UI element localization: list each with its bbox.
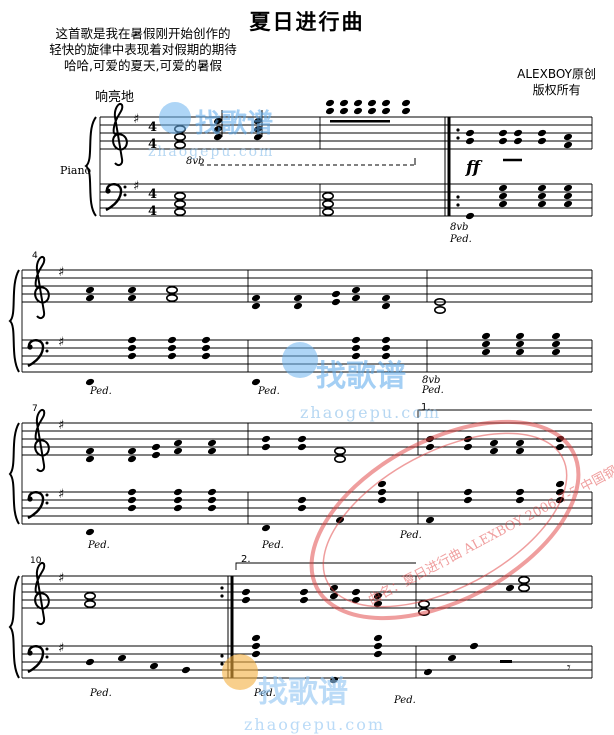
pedal-mark: Ped.: [394, 695, 416, 706]
pedal-mark: Ped.: [90, 688, 112, 699]
watermark-site-text: zhaogepu.com: [300, 403, 441, 422]
pedal-mark: Ped.: [90, 386, 112, 397]
watermark-brand-text: 找歌谱: [195, 108, 273, 139]
description-line-2: 轻快的旋律中表现着对假期的期待: [49, 42, 237, 57]
pedal-mark: Ped.: [422, 385, 444, 396]
watermark-site-text: zhaogepu.com: [244, 715, 385, 734]
time-signature-top: 4: [148, 187, 157, 202]
bass-clef-icon: [104, 183, 128, 212]
sharp-icon: ♯: [58, 418, 64, 433]
treble-clef-icon: [112, 102, 128, 167]
system-3-brace: [8, 422, 20, 525]
treble-clef-icon: [34, 255, 50, 320]
pedal-mark: Ped.: [262, 540, 284, 551]
sharp-icon: ♯: [58, 571, 64, 586]
pedal-mark: Ped.: [450, 234, 472, 245]
measure-number-4: 4: [32, 251, 38, 261]
time-signature-top: 4: [148, 120, 157, 135]
watermark-bot: 找歌谱 zhaogepu.com: [222, 654, 385, 734]
composer-credit: ALEXBOY原创: [517, 67, 596, 81]
pedal-mark: Ped.: [400, 530, 422, 541]
sharp-icon: ♯: [133, 179, 139, 194]
sharp-icon: ♯: [58, 335, 64, 350]
watermark-top: 找歌谱 zhaogepu.com: [148, 102, 274, 160]
sharp-icon: ♯: [58, 487, 64, 502]
treble-clef-icon: [34, 408, 50, 473]
bass-clef-icon: [26, 491, 50, 520]
sharp-icon: ♯: [58, 641, 64, 656]
sharp-icon: ♯: [58, 265, 64, 280]
watermark-brand-text: 找歌谱: [258, 675, 348, 710]
first-ending-label: 1.: [421, 402, 431, 413]
watermark-mid: 找歌谱 zhaogepu.com: [282, 342, 441, 422]
tempo-marking: 响亮地: [95, 90, 135, 105]
watermark-site-text: zhaogepu.com: [148, 144, 274, 160]
second-ending-label: 2.: [241, 554, 251, 565]
octave-lower-mark: 8vb: [186, 156, 205, 167]
pedal-mark: Ped.: [254, 688, 276, 699]
svg-text:𝄾: 𝄾: [567, 660, 571, 676]
system-1-brace: [84, 116, 97, 217]
bass-clef-icon: [26, 339, 50, 368]
instrument-label: Piano: [60, 164, 92, 177]
system-1: [99, 116, 593, 217]
stamp-text: 曲名：夏日进行曲 ALEXBOY 2006-7-5 中国钢琴曲谱网专用章: [365, 420, 614, 608]
system-4-notes: 𝄾: [84, 575, 571, 685]
pedal-mark: Ped.: [88, 540, 110, 551]
sharp-icon: ♯: [133, 112, 139, 127]
system-2-brace: [8, 269, 20, 373]
time-signature-bottom: 4: [148, 204, 157, 219]
score-title: 夏日进行曲: [249, 9, 365, 34]
description-text: 这首歌是我在暑假刚开始创作的 轻快的旋律中表现着对假期的期待 哈哈,可爱的夏天,…: [18, 26, 268, 74]
system-4-brace: [8, 575, 20, 679]
measure-number-10: 10: [30, 556, 42, 566]
description-line-1: 这首歌是我在暑假刚开始创作的: [55, 26, 231, 41]
octave-lower-mark-2: 8vb: [450, 222, 469, 233]
system-1-notes: [174, 98, 573, 221]
system-3: [21, 409, 593, 525]
rights-text: 版权所有: [532, 83, 581, 97]
bass-clef-icon: [26, 645, 50, 674]
copyright-notice: ALEXBOY原创 版权所有: [517, 66, 596, 98]
watermark-brand-text: 找歌谱: [316, 359, 406, 394]
pedal-mark: Ped.: [258, 386, 280, 397]
description-line-3: 哈哈,可爱的夏天,可爱的暑假: [64, 58, 222, 73]
time-signature-bottom: 4: [148, 137, 157, 152]
octave-lower-mark-3: 8vb: [422, 375, 441, 386]
measure-number-7: 7: [32, 404, 38, 414]
treble-clef-icon: [34, 561, 50, 626]
dynamic-ff: ff: [466, 158, 481, 178]
